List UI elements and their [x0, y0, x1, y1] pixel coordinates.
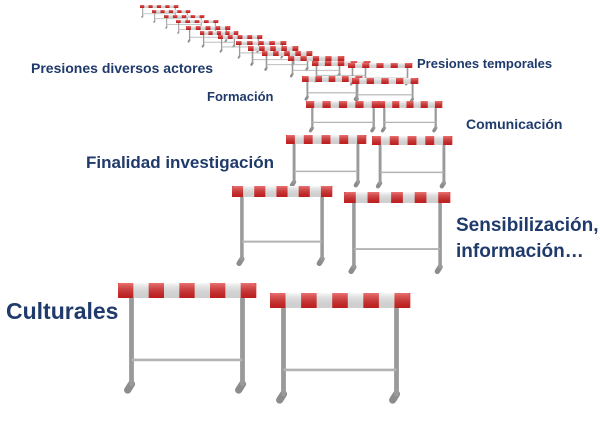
- label-culturales: Culturales: [6, 298, 119, 324]
- hurdle-13: [348, 63, 413, 86]
- hurdle-21: [344, 192, 451, 275]
- hurdle-bar: [378, 101, 442, 108]
- hurdle-6: [200, 31, 239, 48]
- hurdle-bar: [232, 186, 332, 197]
- hurdle-bar: [186, 26, 230, 30]
- hurdle-15: [352, 78, 419, 103]
- hurdle-20: [232, 186, 333, 267]
- hurdle-bar: [270, 293, 410, 308]
- hurdle-bar: [262, 51, 312, 56]
- hurdle-bar: [200, 31, 238, 35]
- hurdle-22: [118, 283, 257, 394]
- hurdle-bar: [218, 35, 262, 39]
- hurdle-bar: [352, 78, 418, 84]
- label-presiones-temporales: Presiones temporales: [417, 56, 553, 71]
- hurdle-bar: [140, 5, 178, 8]
- hurdle-bar: [302, 76, 362, 82]
- hurdle-17: [378, 101, 443, 133]
- label-comunicacion: Comunicación: [466, 116, 563, 132]
- label-presiones-diversos-actores: Presiones diversos actores: [31, 60, 214, 76]
- label-sensibilizacion: Sensibilización, información…: [456, 213, 599, 264]
- hurdle-18: [286, 135, 367, 188]
- hurdle-bar: [236, 41, 286, 45]
- hurdle-1: [140, 5, 179, 18]
- hurdle-bar: [344, 192, 450, 203]
- hurdle-19: [372, 136, 453, 189]
- hurdle-11: [288, 56, 345, 78]
- hurdle-9: [248, 46, 299, 66]
- hurdle-bar: [164, 15, 204, 18]
- hurdle-bar: [306, 101, 380, 108]
- hurdle-16: [306, 101, 381, 133]
- hurdle-23: [270, 293, 411, 404]
- hurdle-bar: [248, 46, 298, 51]
- hurdle-bar: [176, 20, 218, 23]
- hurdle-bar: [372, 136, 452, 145]
- hurdle-bar: [118, 283, 256, 298]
- label-sensibilizacion-line2: información…: [456, 240, 584, 262]
- hurdle-bar: [152, 10, 190, 13]
- hurdle-bar: [348, 63, 412, 68]
- hurdle-bar: [288, 56, 344, 61]
- label-formacion: Formación: [207, 89, 274, 104]
- hurdle-10: [262, 51, 313, 71]
- hurdle-7: [218, 35, 263, 53]
- hurdle-bar: [286, 135, 366, 144]
- hurdle-5: [186, 26, 231, 43]
- label-sensibilizacion-line1: Sensibilización,: [456, 215, 599, 236]
- label-finalidad-investigacion: Finalidad investigación: [86, 153, 274, 172]
